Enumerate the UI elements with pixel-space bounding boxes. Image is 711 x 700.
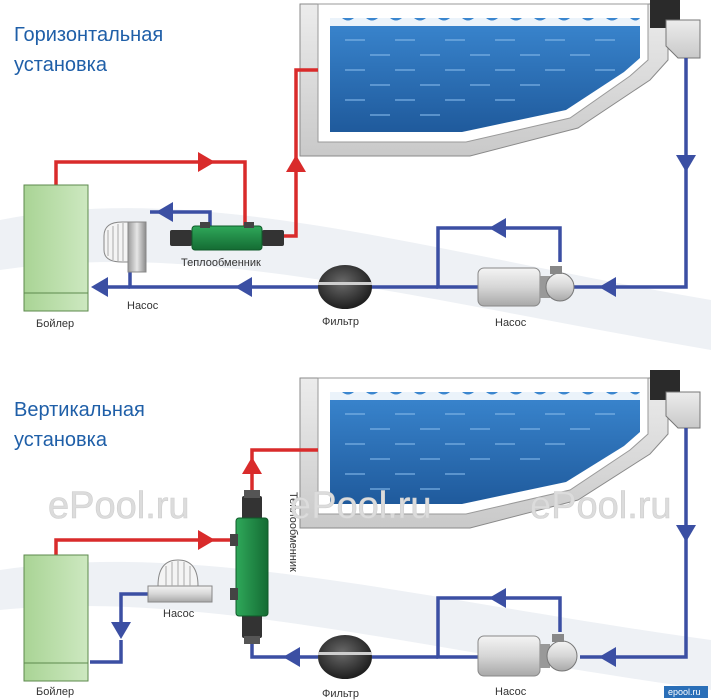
title-horizontal-line2: установка	[14, 54, 108, 76]
exchanger-label-top: Теплообменник	[181, 257, 261, 269]
small-pump-top	[103, 221, 147, 273]
watermark-2: ePool.ru	[290, 485, 432, 527]
corner-logo-text: epool.ru	[668, 687, 701, 697]
filter-label-bottom: Фильтр	[322, 688, 359, 700]
heat-exchanger-top	[170, 222, 284, 251]
pool-top	[299, 3, 669, 157]
hot-arrows-top	[198, 152, 306, 172]
boiler-label-bottom: Бойлер	[36, 686, 74, 698]
title-horizontal-line1: Горизонтальная	[14, 24, 163, 46]
watermark-3: ePool.ru	[530, 485, 672, 527]
pump-label-bottom: Насос	[495, 686, 527, 698]
title-vertical-line1: Вертикальная	[14, 399, 145, 421]
watermark-1: ePool.ru	[48, 485, 190, 527]
filter-bottom	[318, 635, 372, 679]
skimmer-bottom	[650, 370, 701, 429]
hot-pipe-bottom	[54, 448, 318, 555]
boiler-bottom	[23, 554, 89, 682]
small-pump-label-bottom: Насос	[163, 608, 195, 620]
corner-logo: epool.ru	[664, 686, 708, 698]
watermarks: ePool.ru ePool.ru ePool.ru	[48, 485, 672, 528]
pump-label-top: Насос	[495, 317, 527, 329]
boiler-label-top: Бойлер	[36, 318, 74, 330]
pool-bottom	[299, 377, 669, 529]
heat-exchanger-bottom	[230, 490, 269, 644]
filter-label-top: Фильтр	[322, 316, 359, 328]
pump-top	[477, 266, 575, 307]
hot-pipe-top	[54, 68, 318, 238]
boiler-top	[23, 184, 89, 312]
vertical-section: Вертикальная установка Бойлер Насос Тепл…	[14, 370, 701, 700]
pump-bottom	[477, 634, 578, 677]
filter-top	[318, 265, 372, 309]
small-pump-label-top: Насос	[127, 300, 159, 312]
exchanger-label-bottom: Теплообменник	[287, 492, 299, 572]
hot-arrows-bottom	[198, 457, 262, 550]
horizontal-section: Горизонтальная установка Бойлер Насос Те…	[14, 0, 701, 330]
cold-arrows-top	[91, 155, 696, 297]
small-pump-bottom	[147, 559, 213, 603]
cold-arrows-bottom	[111, 525, 696, 667]
title-vertical-line2: установка	[14, 429, 108, 451]
skimmer-top	[650, 0, 701, 59]
